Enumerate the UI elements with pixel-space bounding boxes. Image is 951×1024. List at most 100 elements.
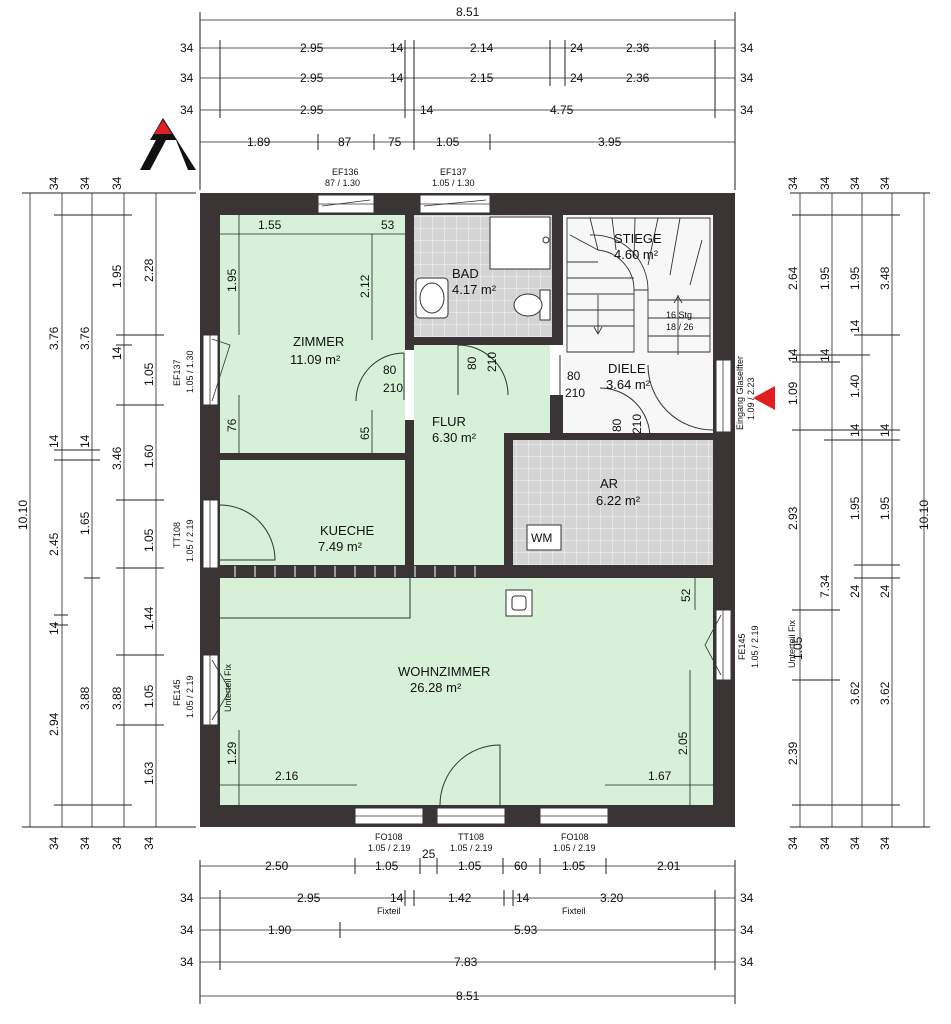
chimney-inner xyxy=(511,595,527,611)
dim-bot-r1-6: 2.01 xyxy=(657,859,681,873)
dim-top-r2-5: 2.36 xyxy=(626,71,650,85)
room-kueche-name: KUECHE xyxy=(320,523,375,538)
wall-zimmer-kueche xyxy=(220,453,405,460)
dim-w216: 2.16 xyxy=(275,769,299,783)
dim-left-c2-1: 3.76 xyxy=(78,326,92,350)
wall-diele-ar xyxy=(504,433,713,440)
dim-z155: 1.55 xyxy=(258,218,282,232)
window-ef137-left xyxy=(202,334,219,406)
door-zimmer-width: 80 xyxy=(383,363,397,377)
dim-bot-r1-0: 2.50 xyxy=(265,859,289,873)
window-fe145-right xyxy=(715,609,732,681)
dim-top-r4-3: 1.05 xyxy=(436,135,460,149)
dim-chain-lines xyxy=(22,12,930,1004)
entrance-marker-icon xyxy=(753,386,775,410)
dim-top-r1-6: 34 xyxy=(740,41,754,55)
dim-left-total: 10.10 xyxy=(16,500,30,530)
entrance-label: Eingang Glaselfter xyxy=(735,356,745,430)
dim-left-c3-0: 34 xyxy=(110,176,124,190)
toilet-bowl xyxy=(513,293,543,317)
room-ar-name: AR xyxy=(600,476,618,491)
dim-left-c2-4: 3.46 xyxy=(110,446,124,470)
dim-top-r1-1: 2.95 xyxy=(300,41,324,55)
kitchen-counter xyxy=(234,566,476,577)
dim-left-c4-7: 1.63 xyxy=(142,761,156,785)
dim-left-c1-5: 2.94 xyxy=(47,712,61,736)
fe145-right-name: FE145 xyxy=(737,633,747,660)
dim-top-r2-2: 14 xyxy=(390,71,404,85)
dim-z53: 53 xyxy=(381,218,395,232)
room-bad-area: 4.17 m² xyxy=(452,282,497,297)
tt108-bottom-size: 1.05 / 2.19 xyxy=(450,843,493,853)
window-fe145-left xyxy=(202,654,219,726)
dim-left-c3-6: 3.88 xyxy=(110,686,124,710)
dim-w52: 52 xyxy=(679,588,693,602)
wall-wz-top xyxy=(200,565,735,578)
door-ar xyxy=(599,387,651,439)
dim-top-r4-0: 1.89 xyxy=(247,135,271,149)
dim-top-r2-6: 34 xyxy=(740,71,754,85)
room-stiege-area: 4.60 m² xyxy=(614,247,659,262)
dim-top-r4-1: 87 xyxy=(338,135,352,149)
wall-bad-stiege xyxy=(552,215,563,345)
dim-top-r3-2: 14 xyxy=(420,103,434,117)
room-zimmer-name: ZIMMER xyxy=(293,334,344,349)
dim-right-c4-1: 3.48 xyxy=(878,266,892,290)
room-wohnzimmer-name: WOHNZIMMER xyxy=(398,664,490,679)
dim-w205: 2.05 xyxy=(676,731,690,755)
ef137-top-name: EF137 xyxy=(440,167,467,177)
dim-left-c2-2: 14 xyxy=(78,434,92,448)
door-kueche-left xyxy=(219,504,276,561)
dim-right-c3-2: 14 xyxy=(848,319,862,333)
dim-z76: 76 xyxy=(225,418,239,432)
dim-bot-r1-1: 1.05 xyxy=(375,859,399,873)
dim-top-r1-0: 34 xyxy=(180,41,194,55)
room-zimmer-area: 11.09 m² xyxy=(290,352,341,367)
dim-right-c2-2: 14 xyxy=(818,348,832,362)
entrance-door-opening xyxy=(715,359,732,433)
dim-top-r3-3: 4.75 xyxy=(550,103,574,117)
door-zimmer xyxy=(355,352,405,402)
window-details xyxy=(209,199,724,817)
stiege-floor xyxy=(563,215,713,355)
dim-right-c2-4: 14 xyxy=(848,423,862,437)
dim-bot-r1-3: 1.05 xyxy=(458,859,482,873)
dim-right-c4-4: 24 xyxy=(878,584,892,598)
dim-bot-r1-5: 1.05 xyxy=(562,859,586,873)
dim-top-r3-4: 34 xyxy=(740,103,754,117)
dim-top-r1-5: 2.36 xyxy=(626,41,650,55)
dim-right-c4-0: 34 xyxy=(878,176,892,190)
dim-bot-r3-1: 1.90 xyxy=(268,923,292,937)
dim-right-c2-7: 34 xyxy=(818,836,832,850)
dim-left-c1-3: 2.45 xyxy=(47,532,61,556)
stair-ratio: 18 / 26 xyxy=(666,322,694,332)
dim-z65: 65 xyxy=(358,426,372,440)
dim-right-c3-1: 1.95 xyxy=(848,266,862,290)
stair-steps: 16 Stg xyxy=(666,310,692,320)
entrance-size: 1.09 / 2.23 xyxy=(746,377,756,420)
dim-left-c2-6: 34 xyxy=(78,836,92,850)
ef136-size: 87 / 1.30 xyxy=(325,178,360,188)
wm-label: WM xyxy=(531,531,552,545)
dim-bot-r2-4: 14 xyxy=(516,891,530,905)
dim-w167: 1.67 xyxy=(648,769,672,783)
dim-left-c3-1: 1.95 xyxy=(110,264,124,288)
door-diele-height: 210 xyxy=(565,386,585,400)
ef137-left-size: 1.05 / 1.30 xyxy=(185,350,195,393)
dim-w129: 1.29 xyxy=(225,741,239,765)
zimmer-floor xyxy=(220,215,405,453)
fo108-b-name: FO108 xyxy=(561,832,589,842)
dims-bottom: 2.50 1.05 25 1.05 60 1.05 2.01 34 2.95 1… xyxy=(180,847,754,1003)
dim-bot-r3-2: 5.93 xyxy=(514,923,538,937)
dim-top-r1-2: 14 xyxy=(390,41,404,55)
dim-bot-r2-6: 34 xyxy=(740,891,754,905)
door-bad-width: 80 xyxy=(465,356,479,370)
dim-right-c1-3: 1.09 xyxy=(786,381,800,405)
dim-left-c1-0: 34 xyxy=(47,176,61,190)
ef137-left-name: EF137 xyxy=(172,359,182,386)
dim-left-c3-2: 14 xyxy=(110,346,124,360)
dim-right-c3-3: 1.95 xyxy=(848,496,862,520)
tt108-left-size: 1.05 / 2.19 xyxy=(185,519,195,562)
dim-right-c4-2: 14 xyxy=(878,423,892,437)
fixteil-label-a: Fixteil xyxy=(377,906,401,916)
